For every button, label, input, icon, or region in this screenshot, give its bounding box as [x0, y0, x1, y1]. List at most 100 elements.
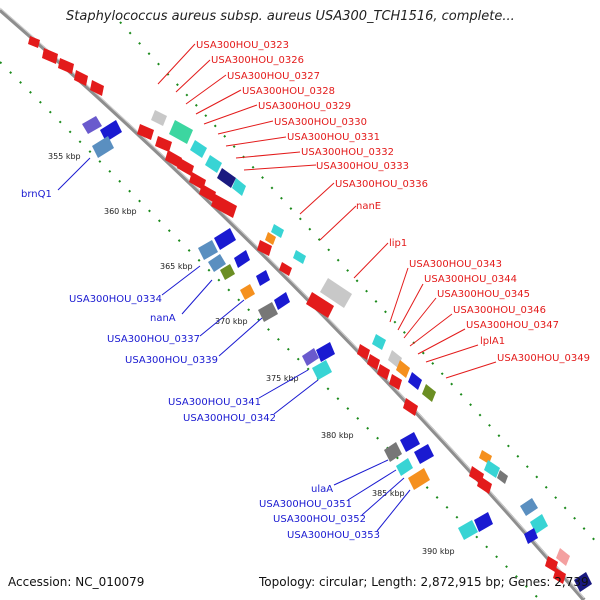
gene-arrow[interactable] [74, 70, 88, 86]
gene-box[interactable] [408, 468, 430, 490]
gene-label[interactable]: USA300HOU_0328 [242, 86, 335, 97]
gene-label[interactable]: USA300HOU_0345 [437, 289, 530, 300]
gene-arrow[interactable] [367, 354, 380, 370]
gene-arrow[interactable] [90, 80, 104, 96]
gene-arrow[interactable] [357, 344, 370, 360]
gene-box[interactable] [169, 120, 193, 144]
gene-arrow[interactable] [545, 556, 558, 572]
gene-label[interactable]: USA300HOU_0343 [409, 259, 502, 270]
gene-box[interactable] [240, 284, 255, 300]
gene-label[interactable]: lip1 [389, 238, 407, 249]
gene-arrow[interactable] [137, 124, 154, 140]
gene-label[interactable]: USA300HOU_0326 [211, 55, 304, 66]
gene-arrow[interactable] [177, 158, 194, 176]
gene-box[interactable] [198, 240, 218, 260]
gene-arrow[interactable] [316, 342, 335, 362]
gene-arrow[interactable] [414, 444, 434, 464]
gene-label[interactable]: lplA1 [480, 336, 505, 347]
gene-arrow[interactable] [377, 364, 390, 380]
gene-arrow[interactable] [256, 270, 270, 286]
gene-arrow[interactable] [234, 250, 250, 268]
gene-label[interactable]: USA300HOU_0347 [466, 320, 559, 331]
gene-label[interactable]: USA300HOU_0351 [259, 499, 352, 510]
gene-box[interactable] [388, 350, 402, 368]
gene-label[interactable]: USA300HOU_0341 [168, 397, 261, 408]
gene-arrow[interactable] [211, 194, 237, 218]
gene-label[interactable]: USA300HOU_0349 [497, 353, 590, 364]
gene-arrow[interactable] [477, 476, 492, 494]
gc-track-outer [119, 21, 600, 547]
gene-box[interactable] [293, 250, 306, 264]
gene-box[interactable] [396, 360, 410, 378]
gene-label[interactable]: USA300HOU_0339 [125, 355, 218, 366]
gene-box[interactable] [232, 178, 246, 196]
gene-arrow[interactable] [403, 398, 418, 416]
gene-arrow[interactable] [306, 292, 334, 318]
gene-label[interactable]: USA300HOU_0330 [274, 117, 367, 128]
gene-label[interactable]: nanA [150, 313, 176, 324]
gene-box[interactable] [208, 254, 226, 272]
gene-label[interactable]: nanE [356, 201, 381, 212]
gene-box[interactable] [82, 116, 102, 134]
gene-box[interactable] [271, 224, 284, 238]
gene-box[interactable] [520, 498, 538, 516]
gene-box[interactable] [320, 278, 352, 308]
gene-arrow[interactable] [58, 58, 74, 74]
gene-box[interactable] [220, 264, 235, 280]
gene-box[interactable] [190, 140, 207, 158]
gene-label[interactable]: USA300HOU_0333 [316, 161, 409, 172]
forward-strand-genes [28, 36, 570, 584]
gene-label[interactable]: USA300HOU_0327 [227, 71, 320, 82]
gene-box[interactable] [484, 460, 500, 478]
gene-arrow[interactable] [214, 228, 236, 250]
gene-box[interactable] [530, 514, 548, 534]
gene-label[interactable]: USA300HOU_0331 [287, 132, 380, 143]
gene-arrow[interactable] [199, 184, 216, 202]
gene-arrow[interactable] [389, 374, 402, 390]
gene-label[interactable]: USA300HOU_0344 [424, 274, 517, 285]
gene-arrow[interactable] [100, 120, 122, 142]
gene-arrow[interactable] [524, 528, 538, 544]
gene-label[interactable]: USA300HOU_0342 [183, 413, 276, 424]
gene-arrow[interactable] [474, 512, 493, 532]
gene-label[interactable]: USA300HOU_0337 [107, 334, 200, 345]
gene-box[interactable] [302, 348, 319, 366]
gene-arrow[interactable] [257, 240, 272, 256]
gene-box[interactable] [312, 360, 332, 380]
gene-label[interactable]: USA300HOU_0336 [335, 179, 428, 190]
gene-arrow[interactable] [155, 136, 172, 152]
gene-box[interactable] [408, 372, 422, 390]
gene-box[interactable] [396, 458, 413, 476]
gene-box[interactable] [422, 384, 436, 402]
gene-arrow[interactable] [553, 568, 566, 584]
gene-box[interactable] [217, 168, 236, 188]
gene-box[interactable] [92, 136, 114, 158]
gene-label[interactable]: USA300HOU_0352 [273, 514, 366, 525]
gene-box[interactable] [497, 470, 508, 484]
gene-arrow[interactable] [274, 292, 290, 310]
gene-box[interactable] [372, 334, 386, 350]
gene-box[interactable] [556, 548, 570, 566]
gene-box[interactable] [205, 155, 222, 173]
gene-arrow[interactable] [165, 150, 182, 168]
gene-label[interactable]: USA300HOU_0346 [453, 305, 546, 316]
gene-box[interactable] [574, 572, 592, 592]
gene-label[interactable]: brnQ1 [21, 189, 52, 200]
gene-box[interactable] [458, 520, 478, 540]
gene-box[interactable] [265, 232, 276, 245]
gene-label[interactable]: USA300HOU_0329 [258, 101, 351, 112]
gene-arrow[interactable] [279, 262, 292, 276]
gene-box[interactable] [151, 110, 167, 126]
gene-label[interactable]: USA300HOU_0353 [287, 530, 380, 541]
gene-box[interactable] [258, 302, 278, 322]
gene-label[interactable]: USA300HOU_0334 [69, 294, 162, 305]
gene-arrow[interactable] [42, 48, 58, 64]
gene-arrow[interactable] [400, 432, 420, 452]
gene-arrow[interactable] [28, 36, 40, 48]
gene-box[interactable] [384, 442, 402, 462]
gene-label[interactable]: ulaA [311, 484, 333, 495]
gene-label[interactable]: USA300HOU_0323 [196, 40, 289, 51]
map-title: Staphylococcus aureus subsp. aureus USA3… [66, 9, 515, 24]
gene-label[interactable]: USA300HOU_0332 [301, 147, 394, 158]
